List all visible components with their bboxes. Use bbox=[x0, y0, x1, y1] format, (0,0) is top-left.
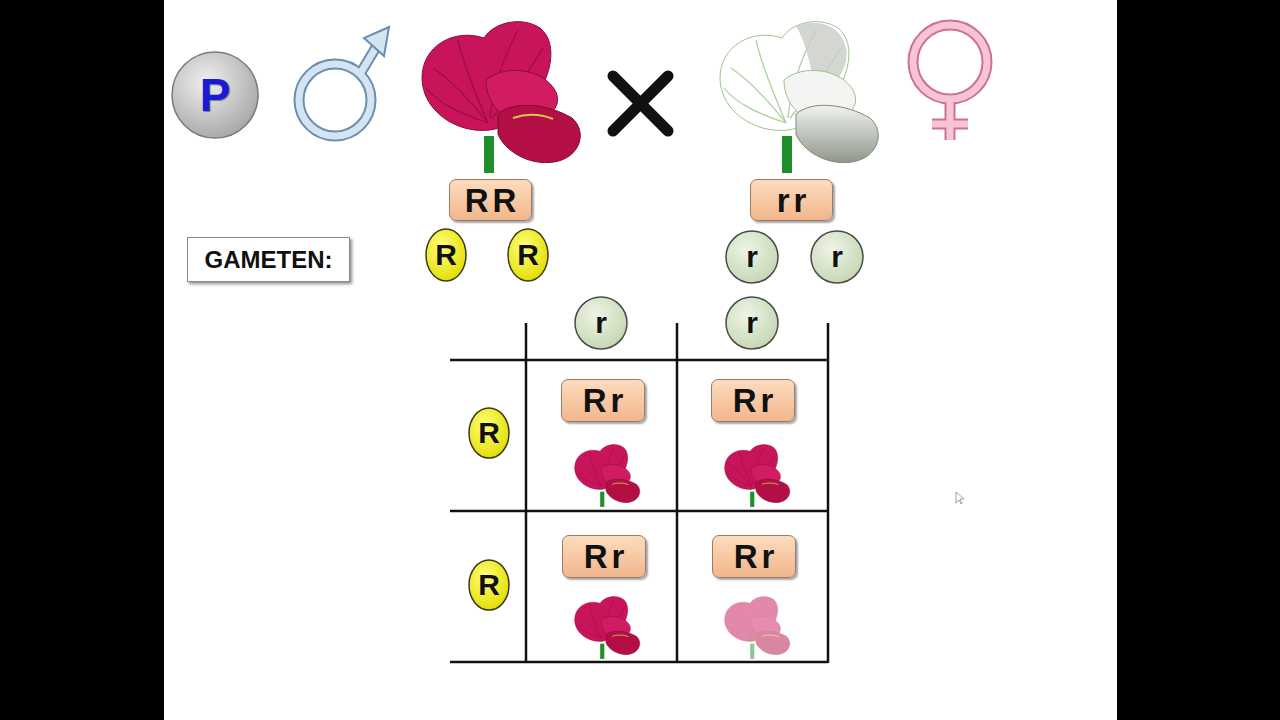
gamete-circle: R bbox=[468, 407, 510, 459]
genotype-text: Rr bbox=[584, 540, 629, 573]
female-symbol bbox=[913, 25, 987, 140]
allele-letter: r bbox=[746, 242, 758, 272]
generation-badge: P bbox=[171, 51, 259, 139]
node-shape bbox=[726, 231, 778, 283]
genotype-box: Rr bbox=[712, 535, 796, 578]
gamete-circle: r bbox=[725, 296, 779, 350]
genotype-box: RR bbox=[449, 179, 532, 221]
node-shape bbox=[172, 52, 258, 138]
node-shape bbox=[469, 560, 509, 610]
genotype-box: Rr bbox=[562, 535, 646, 578]
flower-illustration bbox=[422, 22, 580, 173]
node-shape bbox=[726, 297, 778, 349]
generation-letter: P bbox=[200, 72, 231, 118]
allele-letter: R bbox=[517, 240, 539, 270]
allele-letter: R bbox=[478, 418, 500, 448]
gamete-circle: r bbox=[725, 230, 779, 284]
genotype-box: Rr bbox=[711, 379, 795, 422]
cross-symbol bbox=[613, 76, 668, 131]
male-symbol bbox=[299, 27, 389, 136]
allele-letter: R bbox=[435, 240, 457, 270]
node-shape bbox=[575, 297, 627, 349]
mouse-cursor bbox=[956, 492, 964, 504]
label-box: GAMETEN: bbox=[187, 237, 350, 282]
gamete-circle: R bbox=[507, 228, 549, 282]
genotype-text: RR bbox=[465, 184, 521, 217]
genotype-box: Rr bbox=[561, 379, 645, 422]
flower-illustration bbox=[725, 597, 790, 659]
allele-letter: r bbox=[746, 308, 758, 338]
flower-illustration bbox=[725, 445, 790, 507]
allele-letter: r bbox=[831, 242, 843, 272]
gamete-circle: R bbox=[468, 559, 510, 611]
node-shape bbox=[811, 231, 863, 283]
gamete-circle: r bbox=[574, 296, 628, 350]
genotype-text: Rr bbox=[733, 384, 778, 417]
flower-illustration bbox=[575, 597, 640, 659]
punnett-grid bbox=[450, 323, 828, 663]
label-text: GAMETEN: bbox=[205, 248, 333, 272]
side-bar bbox=[1117, 0, 1280, 720]
allele-letter: R bbox=[478, 570, 500, 600]
allele-letter: r bbox=[595, 308, 607, 338]
gamete-circle: r bbox=[810, 230, 864, 284]
genotype-box: rr bbox=[750, 179, 833, 221]
node-shape bbox=[469, 408, 509, 458]
genotype-text: Rr bbox=[734, 540, 779, 573]
node-shape bbox=[426, 229, 466, 281]
genotype-text: Rr bbox=[583, 384, 628, 417]
side-bar bbox=[0, 0, 164, 720]
gamete-circle: R bbox=[425, 228, 467, 282]
node-shape bbox=[508, 229, 548, 281]
flower-illustration bbox=[720, 22, 878, 173]
genotype-text: rr bbox=[777, 184, 811, 217]
flower-illustration bbox=[575, 445, 640, 507]
